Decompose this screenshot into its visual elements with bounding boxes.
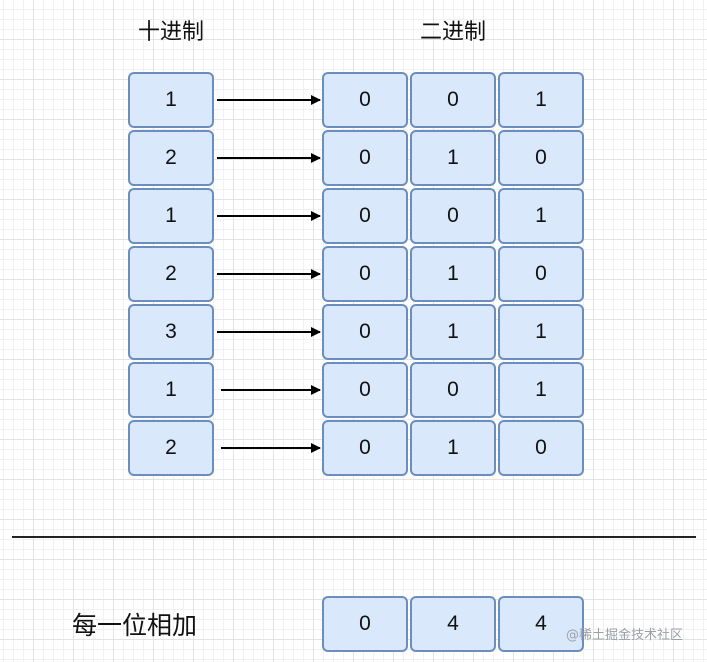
sum-bit-cell: 4	[498, 596, 584, 652]
binary-bit-cell: 1	[410, 420, 496, 476]
binary-bit-cell: 0	[322, 72, 408, 128]
decimal-header: 十进制	[137, 20, 204, 45]
binary-bit-cell: 0	[410, 188, 496, 244]
decimal-cell: 2	[128, 420, 214, 476]
binary-bit-cell: 0	[498, 130, 584, 186]
binary-bit-cell: 0	[410, 72, 496, 128]
divider-line	[12, 536, 696, 538]
binary-bit-cell: 0	[322, 130, 408, 186]
decimal-cell: 1	[128, 362, 214, 418]
binary-bit-cell: 1	[498, 362, 584, 418]
decimal-cell: 2	[128, 130, 214, 186]
binary-bit-cell: 1	[410, 246, 496, 302]
binary-bit-cell: 0	[322, 246, 408, 302]
decimal-cell: 2	[128, 246, 214, 302]
binary-bit-cell: 1	[498, 188, 584, 244]
decimal-cell: 1	[128, 72, 214, 128]
binary-bit-cell: 0	[322, 362, 408, 418]
binary-bit-cell: 0	[322, 188, 408, 244]
binary-bit-cell: 1	[410, 304, 496, 360]
binary-header: 二进制	[419, 20, 486, 45]
binary-bit-cell: 0	[322, 420, 408, 476]
binary-bit-cell: 0	[498, 420, 584, 476]
sum-bit-cell: 0	[322, 596, 408, 652]
decimal-cell: 1	[128, 188, 214, 244]
binary-bit-cell: 1	[498, 72, 584, 128]
binary-bit-cell: 1	[410, 130, 496, 186]
binary-bit-cell: 1	[498, 304, 584, 360]
binary-bit-cell: 0	[322, 304, 408, 360]
sum-bit-cell: 4	[410, 596, 496, 652]
sum-label: 每一位相加	[72, 611, 198, 640]
binary-bit-cell: 0	[498, 246, 584, 302]
watermark: @稀土掘金技术社区	[566, 628, 684, 643]
decimal-cell: 3	[128, 304, 214, 360]
binary-bit-cell: 0	[410, 362, 496, 418]
